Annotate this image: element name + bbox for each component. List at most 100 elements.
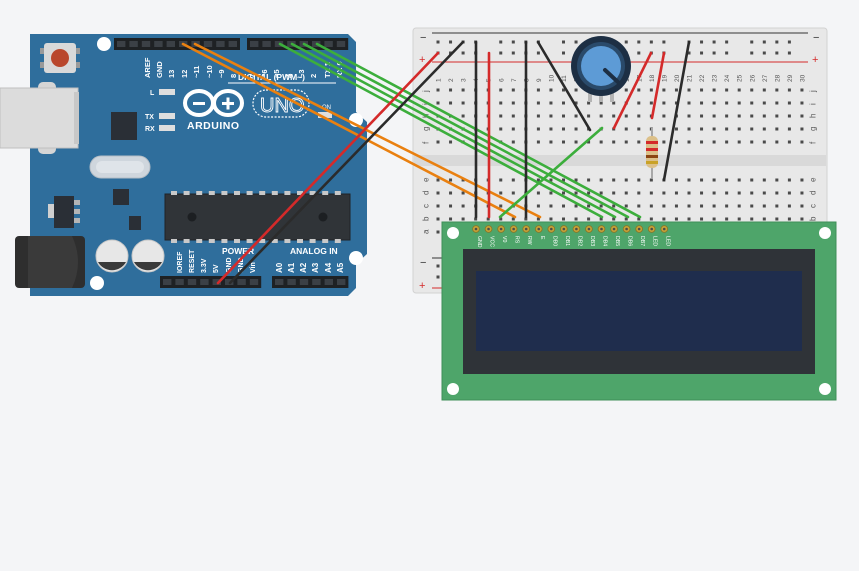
header-pin[interactable] [166,41,175,47]
header-pin[interactable] [203,41,213,47]
header-pin[interactable] [337,279,346,285]
breadboard-hole[interactable] [599,114,603,118]
breadboard-hole[interactable] [800,178,804,182]
rail-hole[interactable] [775,40,779,44]
breadboard-hole[interactable] [637,114,641,118]
breadboard-hole[interactable] [461,114,465,118]
breadboard-hole[interactable] [687,114,691,118]
rail-hole[interactable] [687,51,691,55]
breadboard-hole[interactable] [750,140,754,144]
wire-black-led[interactable] [662,40,691,182]
breadboard-hole[interactable] [461,217,465,221]
breadboard-hole[interactable] [574,101,578,105]
breadboard-hole[interactable] [775,140,779,144]
header-pin[interactable] [249,279,259,285]
breadboard-hole[interactable] [687,217,691,221]
rail-hole[interactable] [436,40,440,44]
breadboard-hole[interactable] [775,204,779,208]
usb-port[interactable] [0,87,79,149]
breadboard-hole[interactable] [511,114,515,118]
header-pin[interactable] [154,41,163,47]
breadboard-hole[interactable] [674,191,678,195]
breadboard-hole[interactable] [637,140,641,144]
breadboard-hole[interactable] [549,114,553,118]
breadboard-hole[interactable] [499,191,503,195]
breadboard-hole[interactable] [725,217,729,221]
breadboard-hole[interactable] [750,217,754,221]
rail-hole[interactable] [750,40,754,44]
breadboard-hole[interactable] [775,178,779,182]
breadboard-hole[interactable] [449,217,453,221]
header-pin[interactable] [117,41,126,47]
breadboard-hole[interactable] [587,191,591,195]
breadboard-hole[interactable] [800,127,804,131]
breadboard-hole[interactable] [762,127,766,131]
rail-hole[interactable] [511,51,515,55]
breadboard-hole[interactable] [712,88,716,92]
breadboard-hole[interactable] [562,204,565,208]
breadboard-hole[interactable] [700,114,704,118]
breadboard-hole[interactable] [574,127,578,131]
breadboard-hole[interactable] [649,88,653,92]
breadboard-hole[interactable] [536,114,540,118]
breadboard-hole[interactable] [587,101,591,105]
breadboard-hole[interactable] [787,88,791,92]
breadboard-hole[interactable] [549,204,553,208]
breadboard-hole[interactable] [762,178,766,182]
breadboard-hole[interactable] [612,114,616,118]
header-pin[interactable] [287,279,296,285]
breadboard-hole[interactable] [587,140,591,144]
header-pin[interactable] [200,279,209,285]
breadboard-hole[interactable] [700,191,704,195]
header-pin[interactable] [324,279,333,285]
breadboard-hole[interactable] [612,204,616,208]
breadboard-hole[interactable] [700,101,704,105]
breadboard-hole[interactable] [599,191,603,195]
breadboard-hole[interactable] [436,230,440,234]
breadboard-hole[interactable] [511,217,515,221]
breadboard-hole[interactable] [800,101,804,105]
breadboard-hole[interactable] [775,217,779,221]
wire-black-gnd[interactable] [228,40,465,285]
breadboard-hole[interactable] [725,127,729,131]
rail-hole[interactable] [449,40,453,44]
breadboard-hole[interactable] [511,127,515,131]
breadboard-hole[interactable] [461,88,465,92]
breadboard-hole[interactable] [449,88,453,92]
breadboard-hole[interactable] [800,140,804,144]
breadboard-hole[interactable] [549,101,553,105]
rail-hole[interactable] [762,40,766,44]
rail-hole[interactable] [725,40,729,44]
breadboard-hole[interactable] [637,191,641,195]
breadboard-hole[interactable] [737,88,741,92]
breadboard-hole[interactable] [436,178,440,182]
header-pin[interactable] [336,41,346,47]
breadboard-hole[interactable] [574,204,578,208]
rail-hole[interactable] [461,51,465,55]
breadboard-hole[interactable] [750,127,754,131]
breadboard-hole[interactable] [687,127,691,131]
breadboard-hole[interactable] [562,191,565,195]
rail-hole[interactable] [499,51,503,55]
wire-red-resistor[interactable] [650,51,666,120]
breadboard-hole[interactable] [637,204,641,208]
breadboard-hole[interactable] [449,178,453,182]
breadboard-hole[interactable] [737,127,741,131]
breadboard-hole[interactable] [737,140,741,144]
potentiometer[interactable] [571,36,631,102]
breadboard-hole[interactable] [687,191,691,195]
breadboard-hole[interactable] [762,88,766,92]
header-pin[interactable] [250,41,259,47]
breadboard-hole[interactable] [737,204,741,208]
breadboard-hole[interactable] [737,217,741,221]
breadboard-hole[interactable] [624,191,628,195]
breadboard-hole[interactable] [725,101,729,105]
breadboard-hole[interactable] [499,101,503,105]
breadboard-hole[interactable] [775,127,779,131]
rail-hole[interactable] [637,51,641,55]
header-pin[interactable] [212,279,221,285]
breadboard-hole[interactable] [562,178,565,182]
breadboard-hole[interactable] [436,88,440,92]
breadboard-hole[interactable] [712,127,716,131]
breadboard-hole[interactable] [511,101,515,105]
